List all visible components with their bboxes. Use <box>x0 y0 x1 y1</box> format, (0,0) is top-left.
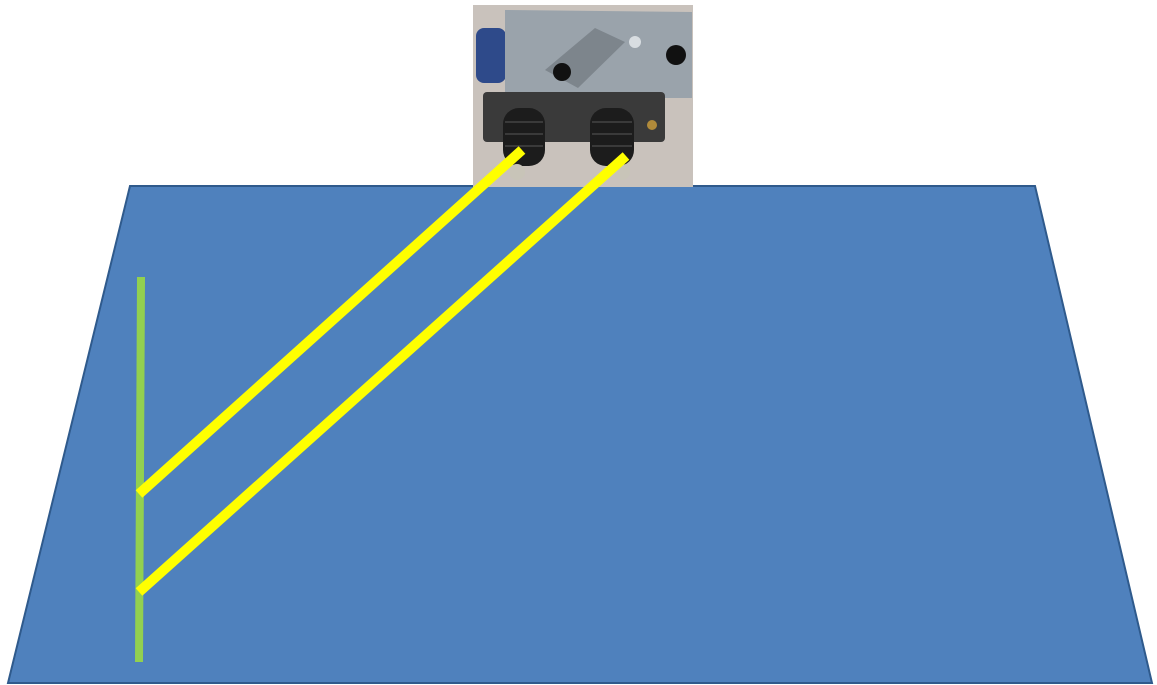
bracket-pivot <box>629 36 641 48</box>
rubber-boot-right <box>590 108 634 166</box>
plate-screw <box>647 120 657 130</box>
green-rail <box>139 277 141 662</box>
floor-panel <box>8 186 1152 683</box>
bracket-bolt-right <box>666 45 686 65</box>
bracket-bolt-left <box>553 63 571 81</box>
cable-nut-left <box>509 164 525 180</box>
motor-housing <box>476 28 506 83</box>
